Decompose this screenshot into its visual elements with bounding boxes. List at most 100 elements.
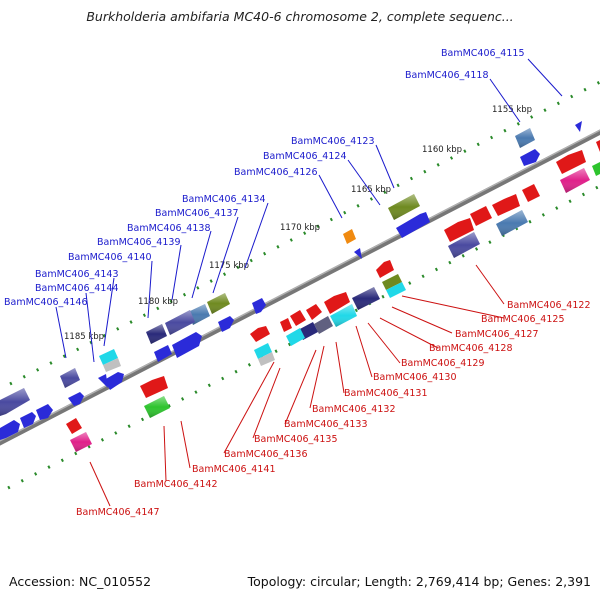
- gene-4138[interactable]: [165, 310, 195, 335]
- gene-4142[interactable]: [144, 396, 170, 418]
- gene-arrow-forward[interactable]: [520, 149, 540, 166]
- gene-label-4115[interactable]: BamMC406_4115: [441, 48, 524, 59]
- gene-arrow-reverse[interactable]: [470, 206, 492, 226]
- gene-arrow-reverse[interactable]: [556, 150, 586, 174]
- gene-4134[interactable]: [207, 293, 230, 314]
- gene-arrow-reverse[interactable]: [596, 140, 600, 152]
- lower-strand-genes: [66, 140, 600, 452]
- gene-label-4136[interactable]: BamMC406_4136: [224, 449, 307, 460]
- leader-4124: [347, 159, 381, 206]
- gene-4131[interactable]: [314, 316, 333, 334]
- gene-4118[interactable]: [515, 128, 535, 148]
- gene-arrow-forward[interactable]: [154, 345, 172, 362]
- leader-4140: [147, 260, 153, 319]
- gene-4122[interactable]: [448, 232, 480, 258]
- gene-4146[interactable]: [60, 368, 80, 388]
- gene-steel-lower[interactable]: [496, 210, 528, 236]
- gene-arrow-forward[interactable]: [36, 404, 53, 420]
- gene-label-4129[interactable]: BamMC406_4129: [401, 358, 484, 369]
- gene-label-4133[interactable]: BamMC406_4133: [284, 419, 367, 430]
- gene-label-4143[interactable]: BamMC406_4143: [35, 269, 118, 280]
- gene-4125[interactable]: [382, 274, 406, 298]
- gene-arrow-forward[interactable]: [252, 298, 266, 314]
- scale-label-1165: 1165 kbp: [351, 185, 391, 195]
- gene-label-4128[interactable]: BamMC406_4128: [429, 343, 512, 354]
- gene-4124[interactable]: [396, 212, 430, 238]
- gene-4140[interactable]: [172, 332, 202, 358]
- gene-4141[interactable]: [140, 376, 168, 398]
- gene-left-edge[interactable]: [0, 388, 30, 416]
- gene-4139[interactable]: [146, 324, 167, 344]
- gene-arrow-reverse[interactable]: [522, 184, 540, 202]
- leader-4132: [309, 345, 325, 409]
- gene-right-edge-olive[interactable]: [592, 162, 600, 176]
- gene-arrow-forward[interactable]: [98, 374, 108, 388]
- gene-arrow-forward[interactable]: [20, 412, 36, 428]
- gene-4135[interactable]: [254, 343, 275, 366]
- gene-4133[interactable]: [286, 328, 305, 346]
- gene-label-4139[interactable]: BamMC406_4139: [97, 237, 180, 248]
- gene-right-edge-magenta[interactable]: [560, 168, 590, 193]
- scale-label-1160: 1160 kbp: [422, 145, 462, 155]
- gene-label-4146[interactable]: BamMC406_4146: [4, 297, 87, 308]
- leader-4144: [85, 292, 95, 363]
- gene-label-4144[interactable]: BamMC406_4144: [35, 283, 118, 294]
- gene-arrow-reverse[interactable]: [290, 310, 306, 326]
- gene-arrow-reverse[interactable]: [376, 260, 394, 278]
- gene-arrow-reverse[interactable]: [280, 318, 292, 332]
- leader-4143: [103, 277, 115, 347]
- gene-arrow-forward[interactable]: [354, 248, 362, 259]
- upper-strand-genes: [0, 121, 582, 440]
- gene-4147[interactable]: [70, 432, 92, 452]
- gene-label-4127[interactable]: BamMC406_4127: [455, 329, 538, 340]
- gene-label-4135[interactable]: BamMC406_4135: [254, 434, 337, 445]
- gene-label-4142[interactable]: BamMC406_4142: [134, 479, 217, 490]
- gene-label-4134[interactable]: BamMC406_4134: [182, 194, 265, 205]
- scale-label-1170: 1170 kbp: [280, 223, 320, 233]
- leader-4133: [284, 349, 317, 425]
- gene-4127[interactable]: [352, 287, 380, 310]
- gene-label-4124[interactable]: BamMC406_4124: [263, 151, 346, 162]
- gene-label-4122[interactable]: BamMC406_4122: [507, 300, 590, 311]
- gene-arrow-reverse[interactable]: [66, 418, 82, 434]
- gene-label-4118[interactable]: BamMC406_4118: [405, 70, 488, 81]
- gene-4143[interactable]: [99, 349, 121, 372]
- gene-arrow-reverse[interactable]: [492, 194, 520, 216]
- gene-arrow-forward[interactable]: [575, 121, 582, 132]
- gene-label-4132[interactable]: BamMC406_4132: [312, 404, 395, 415]
- leader-4137: [212, 216, 239, 294]
- scale-label-1180: 1180 kbp: [138, 297, 178, 307]
- gene-arrow-forward[interactable]: [0, 420, 20, 440]
- gene-label-4125[interactable]: BamMC406_4125: [481, 314, 564, 325]
- gene-4144[interactable]: [104, 372, 124, 390]
- leader-4123: [375, 144, 395, 189]
- gene-label-4123[interactable]: BamMC406_4123: [291, 136, 374, 147]
- gene-4128[interactable]: [324, 292, 350, 314]
- leader-4135: [252, 367, 281, 439]
- scale-track-upper: [9, 80, 600, 386]
- leader-4142: [163, 425, 167, 482]
- gene-label-4141[interactable]: BamMC406_4141: [192, 464, 275, 475]
- gene-4123[interactable]: [388, 194, 420, 220]
- gene-label-4137[interactable]: BamMC406_4137: [155, 208, 238, 219]
- scale-label-1185: 1185 kbp: [64, 332, 104, 342]
- gene-label-4138[interactable]: BamMC406_4138: [127, 223, 210, 234]
- gene-arrow-forward[interactable]: [68, 392, 84, 406]
- gene-arrow-reverse[interactable]: [444, 218, 474, 242]
- gene-4129[interactable]: [330, 304, 357, 327]
- leader-4136: [223, 361, 275, 454]
- gene-label-4126[interactable]: BamMC406_4126: [234, 167, 317, 178]
- gene-arrow-forward[interactable]: [218, 316, 234, 332]
- gene-label-4130[interactable]: BamMC406_4130: [373, 372, 456, 383]
- gene-4136[interactable]: [250, 326, 270, 342]
- gene-label-4131[interactable]: BamMC406_4131: [344, 388, 427, 399]
- gene-label-4147[interactable]: BamMC406_4147: [76, 507, 159, 518]
- accession-text: Accession: NC_010552: [9, 574, 152, 589]
- leader-4130: [355, 325, 373, 378]
- gene-4130[interactable]: [306, 304, 322, 320]
- gene-label-4140[interactable]: BamMC406_4140: [68, 252, 151, 263]
- map-title: Burkholderia ambifaria MC40-6 chromosome…: [86, 9, 514, 24]
- gene-4126[interactable]: [343, 229, 356, 244]
- chromosome-backbone: [0, 129, 600, 446]
